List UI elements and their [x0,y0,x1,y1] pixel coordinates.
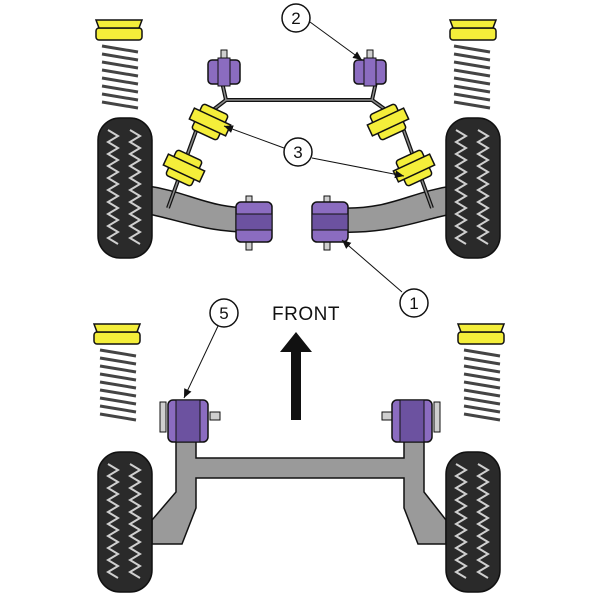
spring-bottom-right [456,323,506,422]
top-assembly: 2 3 1 [94,3,501,318]
svg-text:1: 1 [409,294,418,313]
arm-top-right [339,185,453,233]
spring-top-left [94,19,144,110]
axle-bush-right [381,399,441,443]
tyre-top-right [445,117,501,259]
callout-5: 5 [183,298,239,399]
bottom-assembly: 5 [92,298,506,593]
axle-bush-left [159,399,221,443]
arb-bush-lower-left [162,149,206,187]
arm-bush-left [235,195,273,251]
arb-bush-upper-left [188,103,232,141]
front-label: FRONT [272,304,340,325]
svg-text:5: 5 [219,304,228,323]
beam-axle [151,435,447,545]
tyre-bottom-right [445,451,501,593]
spring-bottom-left [92,323,142,422]
droplink-bush-right [353,49,387,87]
droplink-bush-left [207,49,241,87]
tyre-bottom-left [97,451,153,593]
spring-top-right [448,19,498,110]
arb-bush-upper-right [366,103,410,141]
arm-bush-right [311,195,349,251]
tyre-top-left [97,117,153,259]
arb-bush-lower-right [392,149,436,187]
callout-3: 3 [223,125,405,179]
callout-2: 2 [281,3,363,61]
svg-text:2: 2 [291,9,300,28]
front-indicator: FRONT [272,304,340,420]
svg-text:3: 3 [293,143,302,162]
front-arrow-icon [280,332,312,420]
callout-1: 1 [341,239,429,318]
